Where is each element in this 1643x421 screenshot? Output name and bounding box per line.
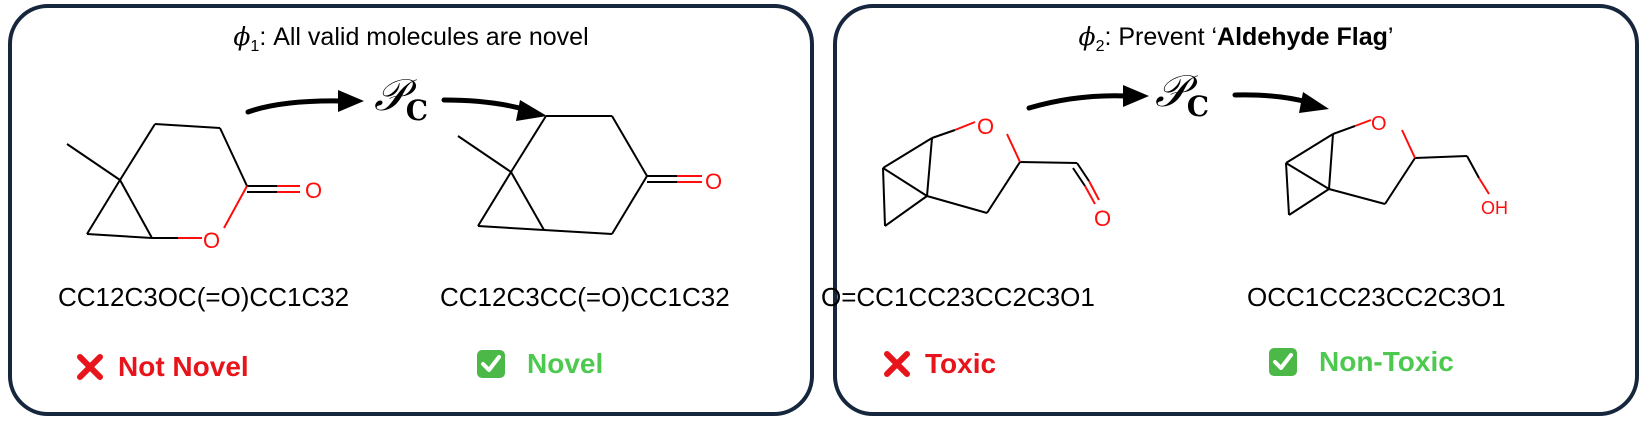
- phi-symbol: ϕ: [1078, 22, 1096, 51]
- phi-subscript: 1: [250, 38, 260, 55]
- red-x-icon: [883, 350, 911, 378]
- phi-symbol: ϕ: [233, 22, 251, 51]
- input-smiles: O=CC1CC23CC2C3O1: [821, 282, 1095, 312]
- atom-label-aldehyde-o: O: [1094, 206, 1111, 231]
- phi-subscript: 2: [1095, 38, 1105, 55]
- atom-label-ring-o: O: [1371, 113, 1387, 135]
- title-text: : All valid molecules are novel: [259, 23, 589, 51]
- green-check-icon: [1269, 348, 1297, 376]
- title-suffix: ’: [1387, 23, 1394, 51]
- input-molecule-structure: O O: [66, 123, 322, 253]
- verdict-label: Not Novel: [118, 351, 249, 382]
- projection-arrow: [245, 90, 547, 121]
- panel-toxicity: ϕ2: Prevent ‘Aldehyde Flag’ O O: [821, 4, 1639, 416]
- input-molecule-structure: O O: [882, 114, 1111, 231]
- output-molecule-structure: O OH: [1285, 113, 1508, 218]
- operator-pc: 𝒫C: [1155, 66, 1210, 123]
- atom-label-ring-o: O: [977, 114, 994, 139]
- output-smiles: CC12C3CC(=O)CC1C32: [440, 282, 730, 312]
- title-bold: Aldehyde Flag: [1217, 23, 1388, 51]
- verdict-label: Non-Toxic: [1319, 346, 1454, 377]
- input-verdict: Toxic: [883, 348, 996, 380]
- projection-arrow: [1026, 85, 1329, 113]
- panel-title: ϕ2: Prevent ‘Aldehyde Flag’: [837, 22, 1635, 56]
- input-smiles: CC12C3OC(=O)CC1C32: [58, 282, 350, 312]
- atom-label-hydroxyl: OH: [1481, 198, 1508, 218]
- title-prefix: : Prevent ‘: [1104, 23, 1218, 51]
- atom-label-carbonyl-o: O: [305, 178, 322, 203]
- output-verdict: Novel: [477, 348, 603, 380]
- verdict-label: Novel: [527, 348, 604, 379]
- green-check-icon: [477, 350, 505, 378]
- output-verdict: Non-Toxic: [1269, 346, 1454, 378]
- operator-pc: 𝒫C: [374, 70, 429, 127]
- output-smiles: OCC1CC23CC2C3O1: [1247, 282, 1506, 312]
- panel-title: ϕ1: All valid molecules are novel: [12, 22, 810, 56]
- input-verdict: Not Novel: [76, 351, 249, 383]
- output-molecule-structure: O: [457, 115, 722, 235]
- atom-label-ring-o: O: [203, 228, 220, 253]
- atom-label-ketone-o: O: [705, 169, 722, 194]
- panel-novelty: ϕ1: All valid molecules are novel O O: [8, 4, 814, 416]
- red-x-icon: [76, 353, 104, 381]
- verdict-label: Toxic: [925, 348, 997, 379]
